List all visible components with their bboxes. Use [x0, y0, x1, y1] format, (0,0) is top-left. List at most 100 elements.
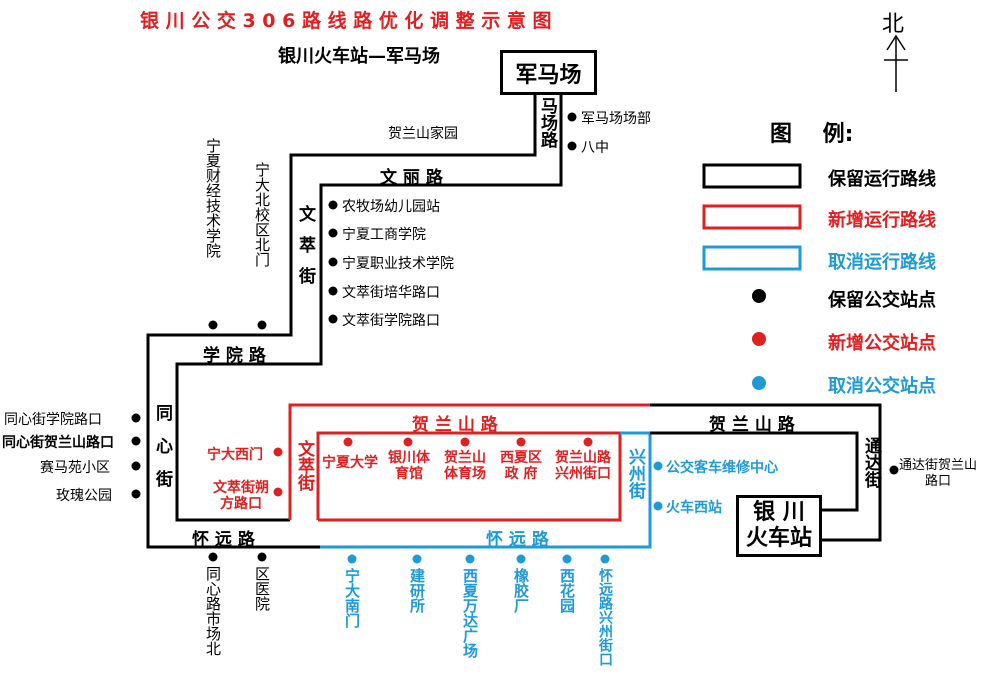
terminal-junmachang: 军马场: [500, 50, 597, 95]
stop-dot: [131, 436, 141, 446]
legend-title: 图 例:: [770, 122, 854, 147]
stop-dot: [343, 437, 353, 447]
stop-dot: [257, 320, 267, 330]
stop-dot: [328, 257, 338, 267]
stop-caijing: 宁夏财经技术学院: [204, 138, 222, 258]
stop-tongxin-helanshan: 同心街贺兰山路口: [2, 435, 114, 451]
stop-wanda: 西夏万达广场: [461, 568, 479, 658]
road-xingzhou: 兴州街: [625, 448, 645, 499]
route-cancel: [320, 431, 652, 549]
stop-dot: [412, 554, 422, 564]
stop-xihuayuan: 西花园: [558, 568, 576, 613]
stop-dots-keep: [131, 112, 899, 562]
stop-dot: [208, 552, 218, 562]
north-arrow-head: [886, 34, 906, 51]
stop-dot: [516, 554, 526, 564]
stop-qu-yiyuan: 区医院: [253, 566, 271, 611]
stop-dot: [131, 413, 141, 423]
stop-zhiye: 宁夏职业技术学院: [342, 256, 454, 272]
route-keep-east-inner: [650, 431, 859, 512]
legend-new-swatch: [702, 204, 802, 230]
stop-dots-cancel: [347, 461, 663, 564]
stop-xingzhou-jiekou: 贺兰山路兴州街口: [555, 450, 611, 483]
legend-new-dot: [752, 332, 766, 346]
north-label: 北: [882, 12, 905, 37]
road-helanshan-black: 贺 兰 山 路: [709, 415, 795, 435]
stop-dot: [889, 465, 899, 475]
stop-junmachang-bu: 军马场场部: [581, 111, 651, 127]
stop-xiangjiaochang: 橡胶厂: [512, 568, 530, 613]
stop-helanshan-jiayuan: 贺兰山家园: [388, 126, 458, 142]
stop-dot: [273, 487, 283, 497]
road-wenli: 文 丽 路: [380, 168, 443, 188]
stop-dot: [516, 437, 526, 447]
stop-gongshang: 宁夏工商学院: [342, 227, 426, 243]
stop-dot: [328, 314, 338, 324]
route-new-outer: [288, 403, 650, 520]
stop-dot: [465, 554, 475, 564]
legend-cancel-route: 取消运行路线: [828, 252, 936, 273]
stop-peihua: 文萃街培华路口: [342, 285, 440, 301]
stop-dot: [567, 141, 577, 151]
stop-shuofang: 文萃街朔方路口: [213, 480, 269, 513]
road-tongxin: 同心街: [152, 404, 172, 503]
stop-keche-weixiu: 公交客车维修中心: [666, 460, 778, 476]
legend-cancel-dot: [752, 376, 766, 390]
stop-dot: [583, 437, 593, 447]
stop-dots-new: [273, 437, 593, 497]
legend-keep-stop: 保留公交站点: [828, 290, 936, 311]
stop-dot: [653, 461, 663, 471]
legend-new-route: 新增运行路线: [828, 210, 936, 231]
legend-keep-route: 保留运行路线: [828, 169, 936, 190]
stop-saimayuan: 赛马苑小区: [40, 460, 110, 476]
stop-dot: [208, 320, 218, 330]
stop-beixiaoqu: 宁大北校区北门: [253, 162, 271, 267]
stop-tongda-helanshan: 通达街贺兰山路口: [898, 458, 977, 489]
stop-jianyansuo: 建研所: [408, 568, 426, 613]
stop-dot: [567, 112, 577, 122]
stop-nongmuchang: 农牧场幼儿园站: [342, 199, 440, 215]
stop-huoche-xizhan: 火车西站: [666, 500, 722, 516]
diagram-title: 银 川 公 交 3 0 6 路 线 路 优 化 调 整 示 意 图: [140, 10, 552, 32]
stop-dot: [600, 554, 610, 564]
terminal-yinchuan-station: 银 川 火车站: [736, 495, 822, 557]
stop-dot: [328, 228, 338, 238]
stop-dot: [328, 200, 338, 210]
stop-dot: [131, 489, 141, 499]
stop-dot: [347, 554, 357, 564]
road-helanshan-red: 贺 兰 山 路: [412, 415, 498, 435]
road-wencui-upper: 文萃街: [295, 205, 315, 298]
stop-xueyuan-lukou: 文萃街学院路口: [342, 313, 440, 329]
road-mamachang: 马场路: [537, 97, 557, 148]
road-huaiyuan-blue: 怀 远 路: [486, 530, 549, 550]
route-keep-east: [650, 403, 882, 542]
road-tongda: 通达街: [861, 437, 881, 488]
diagram-subtitle: 银川火车站—军马场: [278, 46, 440, 67]
legend-cancel-swatch: [702, 245, 802, 271]
terminal-line1: 银 川: [753, 499, 805, 525]
route-keep-inner: [175, 95, 563, 522]
stop-tongxinlu-shichang: 同心路市场北: [204, 566, 222, 656]
legend-new-stop: 新增公交站点: [828, 333, 936, 354]
legend-keep-dot: [752, 289, 766, 303]
stop-dot: [403, 437, 413, 447]
road-xueyuan: 学 院 路: [203, 346, 266, 366]
stop-huaiyuan-xingzhou: 怀远路兴州街口: [597, 568, 613, 666]
road-huaiyuan-black: 怀 远 路: [192, 530, 255, 550]
legend-cancel-stop: 取消公交站点: [828, 376, 936, 397]
stop-dot: [562, 554, 572, 564]
stop-dot: [131, 461, 141, 471]
stop-tongxin-xueyuan: 同心街学院路口: [4, 412, 102, 428]
stop-helanshan-tiyuchang: 贺兰山体育场: [444, 450, 486, 483]
stop-dot: [460, 437, 470, 447]
stop-meigui: 玫瑰公园: [56, 488, 112, 504]
stop-ningda-ximen: 宁大西门: [207, 447, 263, 463]
stop-dot: [328, 286, 338, 296]
stop-bazhong: 八中: [581, 140, 609, 156]
route-keep-outer: [146, 95, 537, 549]
stop-dot: [273, 447, 283, 457]
stop-dot: [257, 552, 267, 562]
legend-keep-swatch: [702, 163, 802, 189]
